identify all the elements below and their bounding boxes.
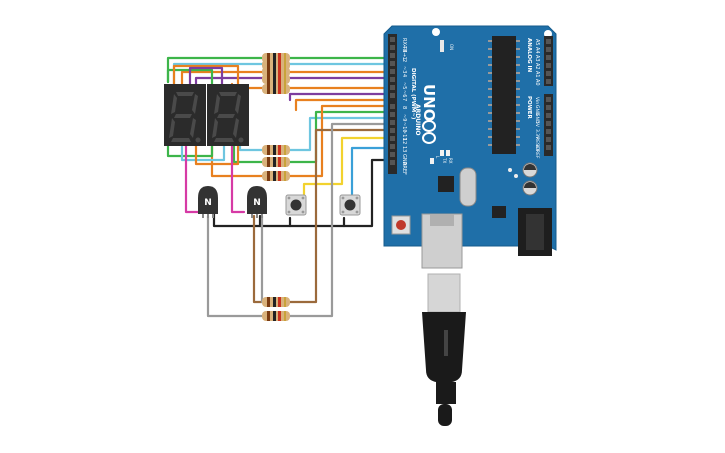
- crystal: [459, 167, 477, 207]
- push-button-1[interactable]: [285, 194, 307, 216]
- resistor-top-5[interactable]: [262, 84, 290, 94]
- wire-purple-2[interactable]: [288, 92, 388, 102]
- small-chip: [438, 176, 454, 192]
- board-brand: ARDUINO: [414, 104, 421, 135]
- seven-segment-display-left[interactable]: 8.: [164, 83, 206, 146]
- resistor-base-2[interactable]: [262, 311, 290, 321]
- power-pin-5v: 5V: [534, 121, 540, 128]
- resistor-bottom-1[interactable]: [262, 145, 290, 155]
- pin-label-2: 2: [401, 59, 407, 62]
- pin-label-7: 7: [401, 98, 407, 101]
- transistor-left[interactable]: N: [198, 186, 218, 218]
- wire-green-4[interactable]: [166, 144, 214, 158]
- pin-label-11: ~11: [401, 130, 407, 141]
- wire-magenta-2[interactable]: [230, 144, 246, 214]
- transistor-left-label: N: [204, 198, 212, 208]
- power-pin-vin: Vin: [534, 97, 540, 104]
- transistor-right[interactable]: N: [247, 186, 267, 218]
- arduino-logo-icon: [422, 120, 436, 144]
- resistor-top-4[interactable]: [262, 74, 290, 84]
- pin-label-13: 13: [401, 146, 407, 152]
- wire-blue-1[interactable]: [350, 146, 388, 196]
- push-button-2[interactable]: [339, 194, 361, 216]
- wire-purple-3[interactable]: [188, 66, 224, 86]
- analog-pin-labels: A5 A4 A3 A2 A1 A0: [534, 39, 540, 86]
- l-led: [430, 158, 434, 164]
- arduino-uno-board[interactable]: RX←0 TX→1 2 ~3 4 ~5 ~6 7 8 ~9 ~10 ~11 12…: [383, 25, 557, 269]
- resistor-bottom-2[interactable]: [262, 157, 290, 167]
- voltage-regulator: [492, 206, 506, 218]
- seven-segment-display-right[interactable]: 8.: [207, 83, 249, 146]
- analog-pin-a4: A4: [534, 47, 540, 54]
- wire-orange-2[interactable]: [230, 82, 388, 90]
- pin-label-6: ~6: [401, 90, 407, 97]
- wire-orange-4[interactable]: [172, 64, 240, 86]
- atmega-chip: [492, 36, 516, 154]
- pin-label-aref: AREF: [401, 162, 407, 175]
- pin-label-5: ~5: [401, 82, 407, 89]
- pin-label-3: ~3: [401, 66, 407, 73]
- analog-pin-a5: A5: [534, 39, 540, 46]
- usb-cable[interactable]: [422, 273, 466, 426]
- power-header-label: POWER: [526, 96, 532, 120]
- pin-label-9: ~9: [401, 114, 407, 121]
- wire-yellow-1[interactable]: [302, 136, 388, 208]
- power-pin-ioref: IOREF: [534, 145, 540, 159]
- digital-header-label: DIGITAL (PWM~): [410, 68, 416, 120]
- pin-label-4: 4: [401, 74, 407, 77]
- pin-label-gnd: GND: [401, 154, 407, 166]
- rx-led: [446, 150, 450, 156]
- pin-label-0: RX←0: [401, 38, 407, 52]
- power-pin-gnd2: GND: [534, 113, 540, 124]
- power-pin-labels: Vin GND GND 5V 3.3V RESET IOREF: [534, 97, 540, 159]
- digital-pin-labels: RX←0 TX→1 2 ~3 4 ~5 ~6 7 8 ~9 ~10 ~11 12…: [401, 38, 407, 175]
- analog-pin-a3: A3: [534, 55, 540, 62]
- analog-pin-a0: A0: [534, 79, 540, 86]
- analog-pin-a1: A1: [534, 71, 540, 78]
- pin-label-8: 8: [401, 106, 407, 109]
- rx-label: RX: [448, 158, 453, 164]
- power-pin-reset: RESET: [534, 137, 540, 152]
- analog-pin-a2: A2: [534, 63, 540, 70]
- tx-label: TX: [442, 157, 447, 163]
- on-led: [440, 40, 444, 52]
- wires: [166, 56, 388, 318]
- pin-label-10: ~10: [401, 122, 407, 133]
- wire-magenta-1[interactable]: [184, 144, 200, 214]
- wire-brown-1[interactable]: [252, 128, 388, 304]
- resistor-bottom-3[interactable]: [262, 171, 290, 181]
- analog-header-label: ANALOG IN: [526, 38, 532, 73]
- power-pin-3v3: 3.3V: [534, 129, 540, 140]
- power-pin-gnd1: GND: [534, 105, 540, 116]
- resistors: [262, 53, 290, 321]
- resistor-base-1[interactable]: [262, 297, 290, 307]
- wire-black-1[interactable]: [212, 158, 388, 228]
- pin-label-1: TX→1: [401, 45, 407, 60]
- pin-label-12: 12: [401, 138, 407, 144]
- wire-grey-1[interactable]: [206, 122, 388, 318]
- board-name: UNO: [420, 84, 438, 122]
- wire-orange-3[interactable]: [294, 98, 388, 112]
- tx-led: [440, 150, 444, 156]
- wire-cyan-2[interactable]: [238, 116, 388, 152]
- analog-header[interactable]: [544, 36, 553, 86]
- wire-orange-6[interactable]: [194, 144, 240, 166]
- l-label: L: [435, 156, 440, 159]
- wire-cyan-3[interactable]: [180, 144, 226, 162]
- on-label: ON: [449, 44, 454, 50]
- wire-orange-1[interactable]: [180, 70, 388, 86]
- transistor-right-label: N: [253, 198, 261, 208]
- wire-purple-1[interactable]: [194, 76, 388, 86]
